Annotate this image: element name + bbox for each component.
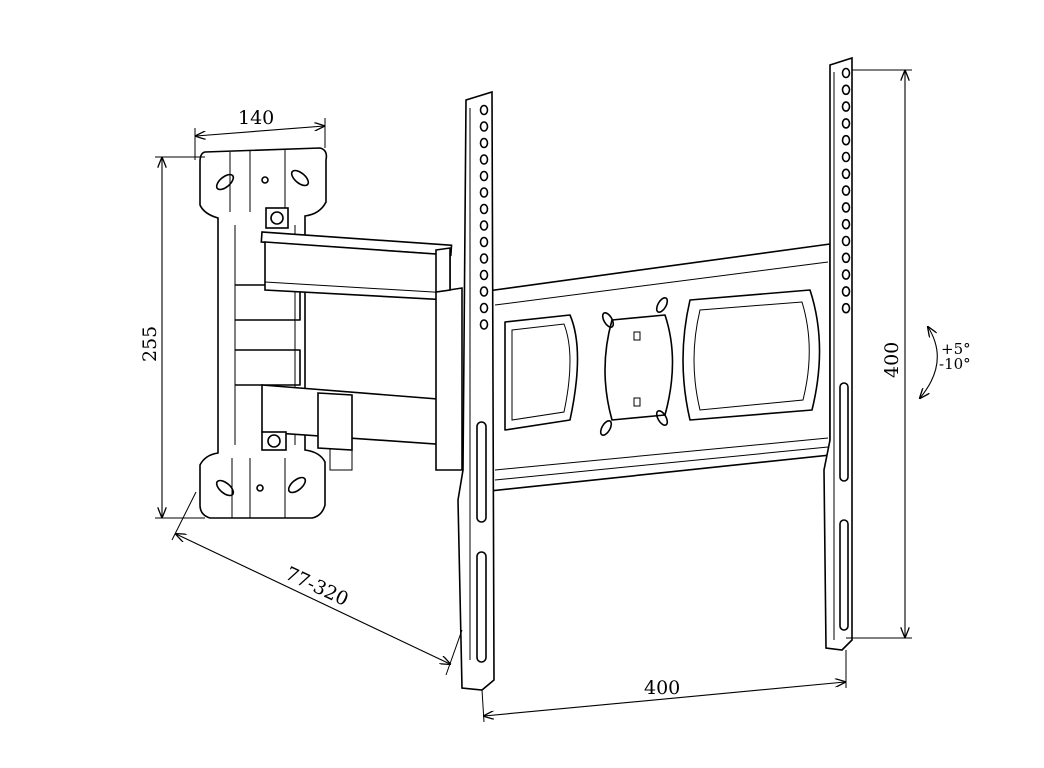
- bracket-hole: [841, 269, 851, 280]
- tilt-down-label: -10°: [939, 355, 971, 373]
- bracket-hole: [841, 168, 851, 180]
- bracket-hole: [841, 84, 851, 96]
- bracket-holes: [841, 67, 851, 314]
- bracket-hole: [479, 302, 489, 314]
- tilt-arrow-icon: [920, 327, 938, 398]
- bracket-hole: [479, 154, 489, 165]
- dimension-255-label: 255: [139, 326, 161, 362]
- dimension-77-320-label: 77-320: [282, 563, 352, 611]
- bracket-hole: [479, 236, 489, 248]
- bracket-hole: [479, 220, 489, 231]
- bracket-hole: [841, 202, 851, 213]
- dimension-vesa-horizontal: 400: [481, 650, 846, 723]
- dimension-140-label: 140: [238, 107, 274, 129]
- bracket-hole: [479, 253, 489, 264]
- tilt-indicator: +5° -10°: [920, 327, 971, 398]
- bracket-hole: [841, 67, 851, 79]
- bracket-hole: [479, 104, 489, 116]
- bracket-hole: [479, 170, 489, 182]
- crossbar-rail: [479, 243, 831, 493]
- bracket-hole: [841, 218, 851, 230]
- bracket-hole: [479, 286, 489, 297]
- bracket-hole: [479, 269, 489, 281]
- dimension-400-horizontal-label: 400: [644, 677, 680, 699]
- bracket-hole: [479, 187, 489, 198]
- bracket-hole: [479, 203, 489, 215]
- dimension-400-vertical-label: 400: [881, 342, 903, 378]
- bracket-hole: [841, 101, 851, 112]
- dimension-plate-width: 140: [194, 107, 326, 160]
- wall-plate: [199, 147, 328, 519]
- bracket-hole: [841, 235, 851, 247]
- bracket-hole: [841, 185, 851, 196]
- bracket-hole: [841, 286, 851, 297]
- bracket-hole: [841, 151, 851, 163]
- bracket-hole: [479, 319, 489, 330]
- bracket-hole: [841, 302, 851, 314]
- bracket-holes: [479, 104, 489, 330]
- bracket-hole: [841, 118, 851, 129]
- bracket-hole: [479, 137, 489, 149]
- dimension-extension: 77-320: [171, 491, 463, 676]
- bracket-hole: [479, 121, 489, 132]
- bracket-hole: [841, 252, 851, 264]
- bracket-hole: [841, 134, 851, 146]
- dimension-plate-height: 255: [139, 156, 205, 519]
- dimension-vesa-vertical: 400: [846, 69, 912, 639]
- right-tv-bracket: [823, 56, 853, 651]
- swing-arms: [260, 207, 463, 471]
- left-tv-bracket: [457, 90, 495, 691]
- tilt-up-label: +5°: [941, 340, 971, 358]
